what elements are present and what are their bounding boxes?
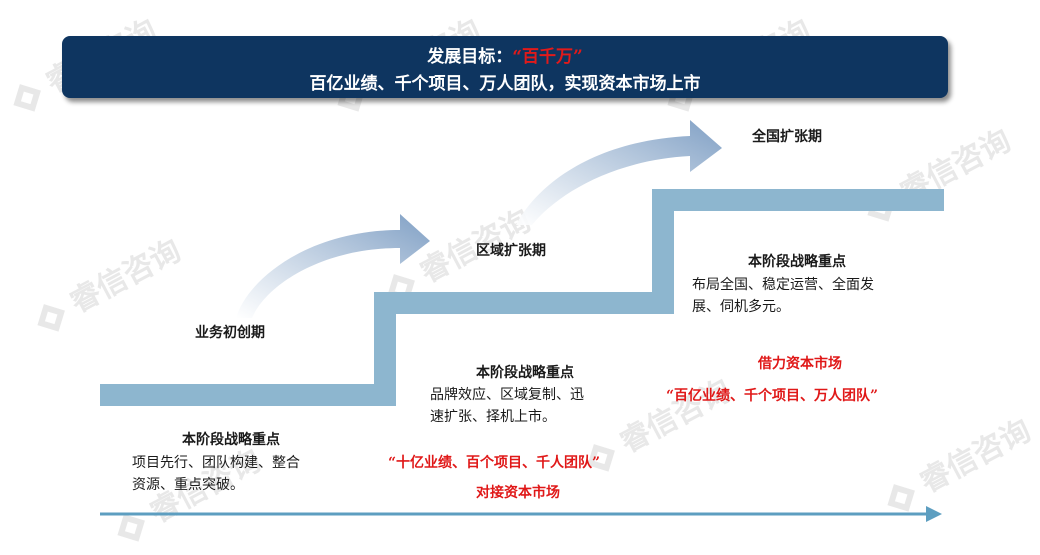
goal-detail: 百亿业绩、千个项目、万人团队，实现资本市场上市 <box>309 74 701 94</box>
stage3-focus-title: 本阶段战略重点 <box>748 254 846 270</box>
stage1-focus-title: 本阶段战略重点 <box>182 432 280 448</box>
stage3-focus-line2: 展、伺机多元。 <box>692 299 790 315</box>
stage1-name: 业务初创期 <box>195 325 265 341</box>
stage3-name: 全国扩张期 <box>752 129 822 145</box>
goal-title: 发展目标：“百千万” <box>62 42 948 67</box>
stage2-focus-line2: 速扩张、择机上市。 <box>430 409 556 425</box>
stage2-market: 对接资本市场 <box>476 485 560 501</box>
stage2-name: 区域扩张期 <box>476 243 546 259</box>
staircase-steps <box>100 189 944 406</box>
timeline-arrowhead <box>926 506 942 522</box>
stage2-focus-line1: 品牌效应、区域复制、迅 <box>430 387 584 403</box>
goal-banner: 发展目标：“百千万” 百亿业绩、千个项目、万人团队，实现资本市场上市 <box>62 36 948 98</box>
goal-prefix: 发展目标： <box>427 47 513 67</box>
goal-highlight: “百千万” <box>512 47 583 67</box>
stage2-focus-title: 本阶段战略重点 <box>476 365 574 381</box>
growth-arrow-1 <box>236 214 430 318</box>
growth-arrow-2 <box>516 120 722 225</box>
stage2-target: “十亿业绩、百个项目、千人团队” <box>388 455 601 471</box>
stage3-market: 借力资本市场 <box>758 356 842 372</box>
stage1-focus-line1: 项目先行、团队构建、整合 <box>132 455 300 471</box>
stage3-target: “百亿业绩、千个项目、万人团队” <box>666 388 879 404</box>
stage1-focus-line2: 资源、重点突破。 <box>132 477 244 493</box>
stage3-focus-line1: 布局全国、稳定运营、全面发 <box>692 277 874 293</box>
